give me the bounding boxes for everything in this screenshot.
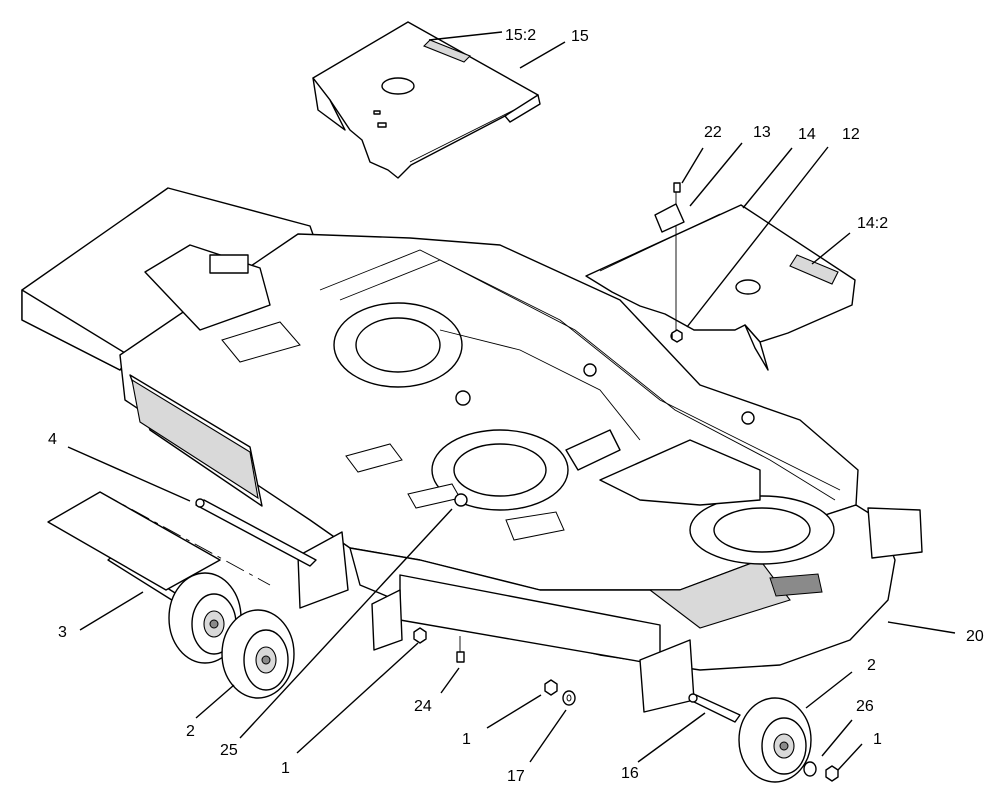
callout-24: 24 <box>414 698 432 715</box>
hardware-bolt-24 <box>456 636 465 663</box>
callout-1-left: 1 <box>281 760 290 777</box>
hardware-bolt-22 <box>673 182 681 193</box>
hardware-nut-12 <box>671 329 683 343</box>
callout-17: 17 <box>507 768 525 785</box>
wheel-right <box>738 697 812 783</box>
axle-rod-4 <box>195 498 317 567</box>
callout-16: 16 <box>621 765 639 782</box>
leader-lines <box>67 31 956 771</box>
hardware-washer-17 <box>562 690 576 706</box>
callout-15-2: 15:2 <box>505 27 536 44</box>
callout-1-middle: 1 <box>462 731 471 748</box>
right-cover-plate <box>585 204 856 371</box>
callout-2-right: 2 <box>867 657 876 674</box>
callout-2-left: 2 <box>186 723 195 740</box>
deck-cover-plate <box>312 21 541 179</box>
callout-25: 25 <box>220 742 238 759</box>
callout-labels: 15:2 15 22 13 14 12 14:2 4 3 2 25 1 24 1… <box>48 27 984 785</box>
callout-22: 22 <box>704 124 722 141</box>
hardware-nut-1c <box>825 765 839 782</box>
hardware-nut-1b <box>544 679 558 696</box>
wheel-left-front <box>221 609 295 699</box>
callout-26: 26 <box>856 698 874 715</box>
axle-rod-3 <box>47 491 271 603</box>
callout-12: 12 <box>842 126 860 143</box>
callout-13: 13 <box>753 124 771 141</box>
callout-3: 3 <box>58 624 67 641</box>
hardware-nut-1a <box>413 627 427 644</box>
mower-deck-body <box>21 187 923 713</box>
callout-4: 4 <box>48 431 57 448</box>
hardware-washer-26 <box>803 761 817 777</box>
callout-15: 15 <box>571 28 589 45</box>
callout-1-right: 1 <box>873 731 882 748</box>
hardware-bracket-13 <box>654 203 685 233</box>
callout-20: 20 <box>966 628 984 645</box>
callout-14: 14 <box>798 126 816 143</box>
callout-14-2: 14:2 <box>857 215 888 232</box>
rear-shaft-16 <box>688 693 741 723</box>
